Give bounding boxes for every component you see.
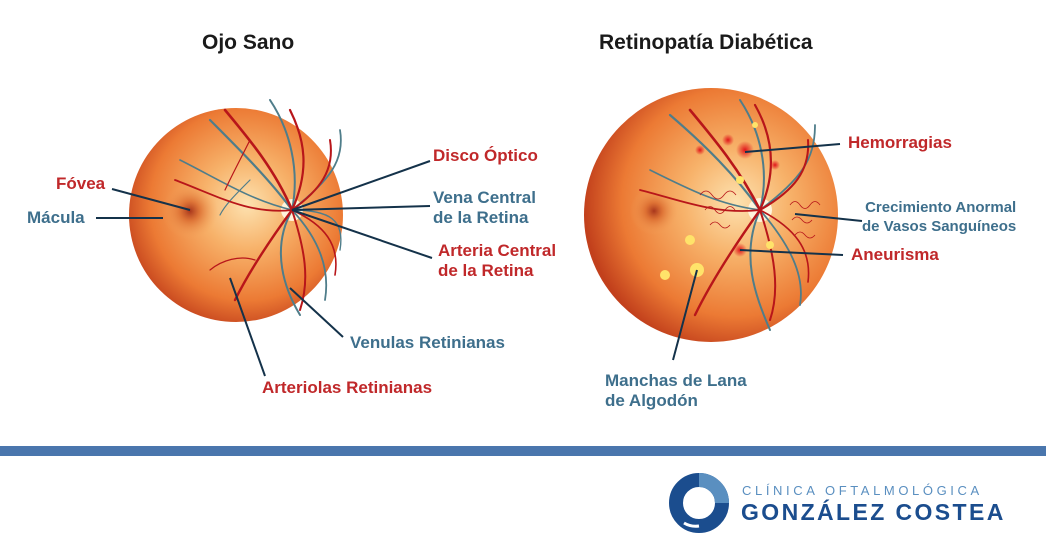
leader-lines [96, 143, 863, 377]
label-central-artery: Arteria Central de la Retina [438, 241, 556, 281]
label-arterioles: Arteriolas Retinianas [262, 378, 433, 397]
label-cotton-wool-line1: Manchas de Lana [605, 371, 747, 390]
label-central-artery-line2: de la Retina [438, 261, 534, 280]
label-abnormal-growth-line2: de Vasos Sanguíneos [862, 218, 1017, 235]
healthy-arteries [174, 108, 337, 311]
clinic-logo-subtitle: CLÍNICA OFTALMOLÓGICA [742, 483, 983, 498]
label-venules: Venulas Retinianas [350, 333, 505, 352]
label-macula: Mácula [27, 208, 85, 227]
diabetic-eye [584, 88, 838, 342]
healthy-eye-title: Ojo Sano [202, 31, 295, 54]
diabetic-arteries [639, 103, 810, 321]
healthy-macula [162, 183, 218, 239]
retina-diagram [96, 88, 863, 377]
label-central-artery-line1: Arteria Central [438, 241, 557, 260]
diabetic-macula [630, 187, 678, 235]
label-central-vein-line1: Vena Central [433, 188, 536, 207]
hemorrhages [695, 134, 780, 257]
label-central-vein-line2: de la Retina [433, 208, 529, 227]
label-abnormal-growth: Crecimiento Anormal de Vasos Sanguíneos [862, 198, 1016, 236]
footer-divider-bar [0, 446, 1046, 456]
healthy-retina [129, 108, 343, 322]
label-aneurysm: Aneurisma [851, 245, 939, 264]
label-fovea: Fóvea [56, 174, 106, 193]
diabetic-eye-title: Retinopatía Diabética [599, 31, 813, 54]
label-abnormal-growth-line1: Crecimiento Anormal [865, 199, 1017, 216]
clinic-logo-icon [669, 473, 729, 533]
label-cotton-wool: Manchas de Lana de Algodón [605, 371, 747, 411]
abnormal-vessels [699, 190, 821, 239]
clinic-logo-name: GONZÁLEZ COSTEA [741, 499, 1006, 525]
label-central-vein: Vena Central de la Retina [433, 188, 536, 228]
healthy-eye [129, 99, 343, 322]
label-optic-disc: Disco Óptico [433, 146, 538, 165]
label-hemorrhages: Hemorragias [848, 133, 952, 152]
label-cotton-wool-line2: de Algodón [605, 391, 698, 410]
